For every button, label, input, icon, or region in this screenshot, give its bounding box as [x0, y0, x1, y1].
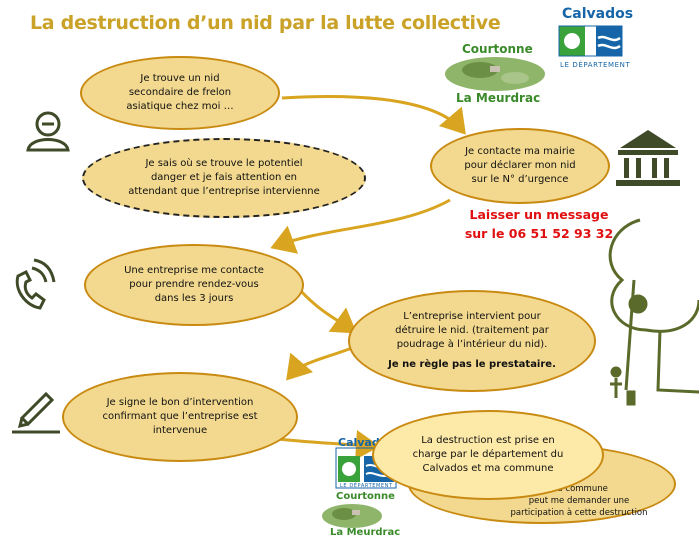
step-company-contacts: Une entreprise me contacte pour prendre … [84, 244, 304, 326]
step-text: danger et je fais attention en [150, 172, 298, 183]
step-text: L’entreprise intervient pour [403, 311, 541, 322]
step-text: dans les 3 jours [154, 293, 234, 304]
commune-line1-bottom: Courtonne [336, 491, 395, 502]
step-text: Ma commune [550, 484, 608, 494]
calvados-sub-bottom: LE DÉPARTEMENT [340, 483, 393, 489]
commune-line2-bottom: La Meurdrac [330, 527, 401, 538]
step-text: intervenue [152, 425, 208, 436]
message-line1: Laisser un message [469, 207, 609, 222]
commune-photo-bottom [322, 504, 382, 528]
commune-line2-top: La Meurdrac [456, 91, 541, 105]
phone-icon [15, 258, 56, 310]
step-sign-voucher: Je signe le bon d’intervention confirman… [62, 372, 298, 462]
step-text: participation à cette destruction [510, 508, 648, 518]
step-text: La destruction est prise en [421, 435, 555, 446]
step-text: Calvados et ma commune [422, 463, 554, 474]
step-text: détruire le nid. (traitement par [395, 325, 549, 336]
arrow-company-to-intervene [298, 288, 357, 334]
step-text: Je sais où se trouve le potentiel [145, 158, 303, 169]
tree-worker-icon [608, 218, 699, 406]
step-text: peut me demander une [528, 496, 630, 506]
step-find-nest: Je trouve un nid secondaire de frelon as… [80, 56, 280, 130]
step-text: charge par le département du [412, 449, 564, 460]
calvados-logo-top [558, 25, 623, 57]
message-phone: sur le 06 51 52 93 32 [464, 226, 614, 241]
arrow-contact-to-company [270, 198, 451, 254]
arrow-find-to-contact [281, 95, 466, 135]
step-text: confirmant que l’entreprise est [102, 411, 258, 422]
person-icon [26, 111, 70, 152]
step-department-pays: La destruction est prise en charge par l… [372, 410, 604, 500]
commune-photo-top [445, 57, 545, 91]
step-know-danger: Je sais où se trouve le potentiel danger… [82, 138, 366, 218]
emergency-message: Laisser un message sur le 06 51 52 93 32 [444, 205, 634, 243]
step-text: Je signe le bon d’intervention [106, 397, 254, 408]
commune-line1-top: Courtonne [462, 42, 533, 56]
step-text: sur le N° d’urgence [471, 174, 569, 185]
step-text: asiatique chez moi … [126, 101, 234, 112]
step-text-bold: Je ne règle pas le prestataire. [388, 359, 556, 370]
calvados-sub-top: LE DÉPARTEMENT [560, 61, 631, 69]
step-text: Une entreprise me contacte [124, 265, 264, 276]
step-text: Je trouve un nid [140, 73, 220, 84]
step-text: poudrage à l’intérieur du nid). [396, 339, 548, 350]
calvados-name-top: Calvados [562, 6, 634, 22]
pen-icon [12, 391, 60, 434]
step-text: secondaire de frelon [128, 87, 232, 98]
page-title: La destruction d’un nid par la lutte col… [30, 12, 501, 34]
town-hall-icon [616, 130, 680, 186]
step-company-intervenes: L’entreprise intervient pour détruire le… [348, 290, 596, 392]
step-text: attendant que l’entreprise intervienne [128, 186, 320, 197]
step-text: Je contacte ma mairie [465, 146, 575, 157]
step-text: pour prendre rendez-vous [129, 279, 259, 290]
step-text: pour déclarer mon nid [464, 160, 576, 171]
step-contact-mairie: Je contacte ma mairie pour déclarer mon … [430, 128, 610, 204]
arrow-intervene-to-sign [286, 346, 353, 381]
